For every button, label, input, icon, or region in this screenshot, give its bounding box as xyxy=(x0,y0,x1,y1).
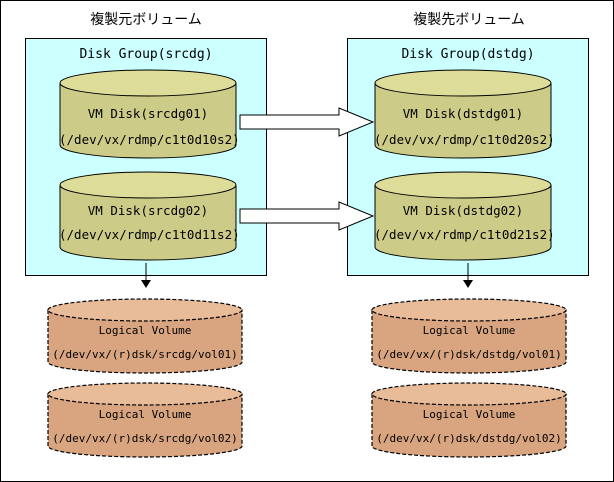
source-vm-disk-1-name: VM Disk(srcdg01) xyxy=(87,106,209,121)
source-down-arrow xyxy=(141,263,151,288)
source-logical-volume-1-name: Logical Volume xyxy=(98,324,192,337)
source-volume-title: 複製元ボリューム xyxy=(90,12,202,28)
source-vm-disk-2: VM Disk(srcdg02) (/dev/vx/rdmp/c1t0d11s2… xyxy=(59,171,240,261)
target-vm-disk-1-name: VM Disk(dstdg01) xyxy=(402,106,524,121)
target-logical-volume-1-name: Logical Volume xyxy=(422,324,516,337)
source-vm-disk-1: VM Disk(srcdg01) (/dev/vx/rdmp/c1t0d10s2… xyxy=(59,69,240,159)
source-logical-volume-2: Logical Volume (/dev/vx/(r)dsk/srcdg/vol… xyxy=(47,382,243,458)
target-vm-disk-2-name: VM Disk(dstdg02) xyxy=(402,203,524,218)
target-disk-group-title: Disk Group(dstdg) xyxy=(401,47,535,62)
target-logical-volume-2-path: (/dev/vx/(r)dsk/dstdg/vol02) xyxy=(376,432,562,445)
target-vm-disk-1: VM Disk(dstdg01) (/dev/vx/rdmp/c1t0d20s2… xyxy=(374,69,555,159)
copy-arrow-2 xyxy=(239,201,375,231)
source-logical-volume-2-path: (/dev/vx/(r)dsk/srcdg/vol02) xyxy=(52,432,238,445)
source-vm-disk-2-path: (/dev/vx/rdmp/c1t0d11s2) xyxy=(59,227,240,242)
copy-arrow-1 xyxy=(239,107,375,137)
source-vm-disk-2-name: VM Disk(srcdg02) xyxy=(87,203,209,218)
target-vm-disk-2: VM Disk(dstdg02) (/dev/vx/rdmp/c1t0d21s2… xyxy=(374,171,555,261)
target-vm-disk-2-path: (/dev/vx/rdmp/c1t0d21s2) xyxy=(374,227,555,242)
source-logical-volume-1: Logical Volume (/dev/vx/(r)dsk/srcdg/vol… xyxy=(47,298,243,374)
source-logical-volume-2-name: Logical Volume xyxy=(98,408,192,421)
source-vm-disk-1-path: (/dev/vx/rdmp/c1t0d10s2) xyxy=(59,132,240,147)
target-down-arrow xyxy=(463,263,473,288)
target-volume-title: 複製先ボリューム xyxy=(413,12,525,28)
target-logical-volume-2-name: Logical Volume xyxy=(422,408,516,421)
source-disk-group-title: Disk Group(srcdg) xyxy=(79,47,213,62)
target-logical-volume-2: Logical Volume (/dev/vx/(r)dsk/dstdg/vol… xyxy=(371,382,567,458)
target-logical-volume-1-path: (/dev/vx/(r)dsk/dstdg/vol01) xyxy=(376,348,562,361)
target-logical-volume-1: Logical Volume (/dev/vx/(r)dsk/dstdg/vol… xyxy=(371,298,567,374)
source-logical-volume-1-path: (/dev/vx/(r)dsk/srcdg/vol01) xyxy=(52,348,238,361)
target-vm-disk-1-path: (/dev/vx/rdmp/c1t0d20s2) xyxy=(374,132,555,147)
